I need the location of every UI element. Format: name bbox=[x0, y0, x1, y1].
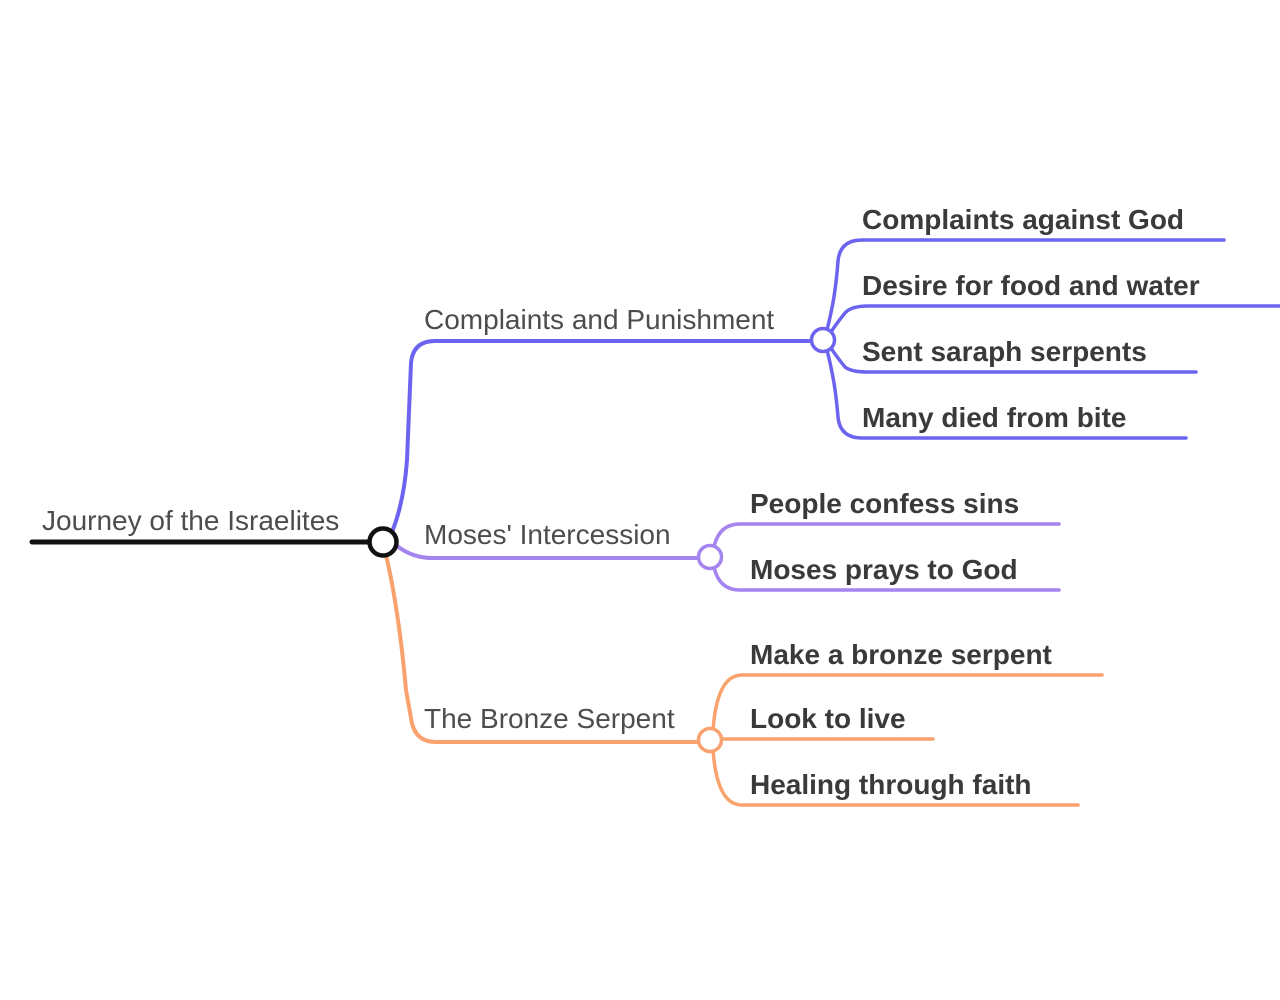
branch-1-child-3-line bbox=[829, 346, 1198, 374]
branch-2-child-2-line bbox=[712, 565, 1061, 592]
branch-2-collapse-circle[interactable] bbox=[696, 543, 724, 571]
branch-2-child-1-line bbox=[712, 522, 1061, 549]
branch-2-label[interactable]: Moses' Intercession bbox=[424, 519, 671, 550]
branch-1-child-2-line bbox=[829, 304, 1280, 334]
branch-1-collapse-circle[interactable] bbox=[809, 326, 837, 354]
branch-1-child-4-line bbox=[825, 348, 1188, 440]
branch-3-child-1-label[interactable]: Make a bronze serpent bbox=[750, 639, 1052, 670]
branch-3-line bbox=[384, 553, 700, 744]
root-node-label[interactable]: Journey of the Israelites bbox=[42, 505, 340, 536]
branch-1-child-1-label[interactable]: Complaints against God bbox=[862, 204, 1185, 235]
branch-1-child-1-line bbox=[825, 238, 1226, 332]
branch-3-collapse-circle[interactable] bbox=[696, 726, 724, 754]
root-collapse-circle[interactable] bbox=[367, 526, 399, 558]
branch-3-child-1-line bbox=[711, 673, 1104, 732]
branch-2-line bbox=[395, 544, 700, 560]
branch-3-child-3-line bbox=[711, 748, 1080, 807]
branch-3-child-3-label[interactable]: Healing through faith bbox=[750, 769, 1032, 800]
branch-1-line bbox=[390, 339, 813, 534]
branch-3-label[interactable]: The Bronze Serpent bbox=[424, 703, 675, 734]
branch-2-child-1-label[interactable]: People confess sins bbox=[750, 488, 1020, 519]
branch-1-child-3-label[interactable]: Sent saraph serpents bbox=[862, 336, 1147, 367]
branch-1-label[interactable]: Complaints and Punishment bbox=[424, 304, 775, 335]
branch-3-child-2-label[interactable]: Look to live bbox=[750, 703, 906, 734]
branch-1-child-2-label[interactable]: Desire for food and water bbox=[862, 270, 1200, 301]
branch-1-child-4-label[interactable]: Many died from bite bbox=[862, 402, 1127, 433]
branch-2-child-2-label[interactable]: Moses prays to God bbox=[750, 554, 1018, 585]
